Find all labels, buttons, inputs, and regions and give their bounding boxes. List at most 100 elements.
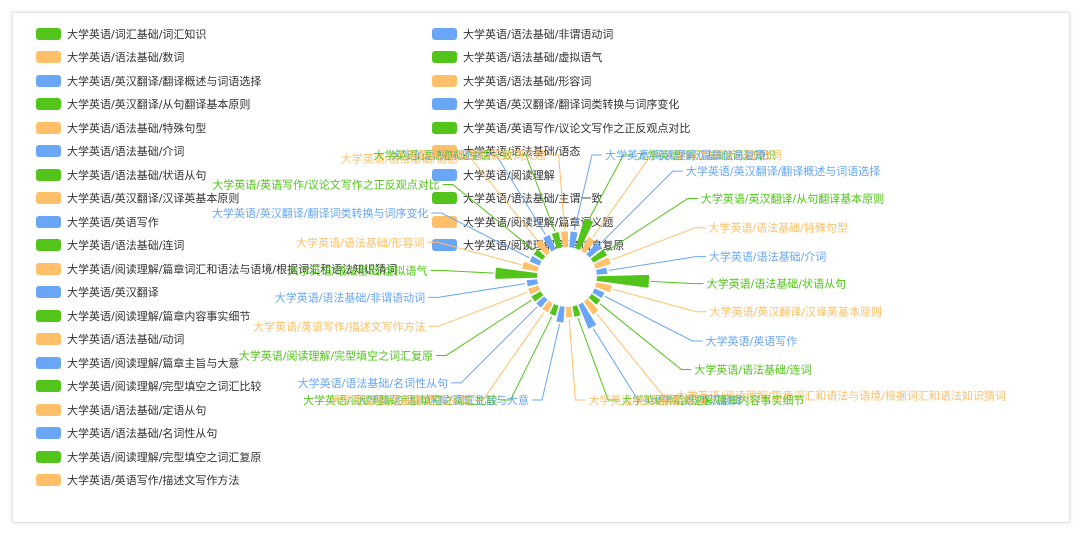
polar-bar[interactable] <box>549 304 559 316</box>
polar-bar[interactable] <box>594 257 611 269</box>
legend-label: 大学英语/语法基础/主谓一致 <box>463 192 603 206</box>
legend-item[interactable]: 大学英语/阅读理解/篇章内容事实细节 <box>36 304 397 328</box>
polar-bar[interactable] <box>551 232 562 249</box>
legend-item[interactable]: 大学英语/阅读理解/篇章词汇和语法与语境/根据词汇和语法知识猜词 <box>36 257 397 281</box>
legend-item[interactable]: 大学英语/英汉翻译/从句翻译基本原则 <box>36 93 397 117</box>
polar-bar[interactable] <box>586 242 602 258</box>
legend-swatch <box>36 192 61 205</box>
polar-bar[interactable] <box>581 236 595 254</box>
legend-item[interactable]: 大学英语/语法基础/状语从句 <box>36 163 397 187</box>
label-leader-line <box>431 212 530 259</box>
legend-item[interactable]: 大学英语/语法基础/特殊句型 <box>36 116 397 140</box>
polar-bar[interactable] <box>536 296 548 308</box>
legend-item[interactable]: 大学英语/英汉翻译/翻译概述与词语选择 <box>36 69 397 93</box>
polar-bar[interactable] <box>529 255 542 266</box>
polar-bar[interactable] <box>572 305 581 317</box>
legend-item[interactable]: 大学英语/语法基础/介词 <box>36 140 397 164</box>
legend-label: 大学英语/阅读理解/篇章主旨与大意 <box>67 356 240 370</box>
legend-item[interactable]: 大学英语/阅读理解/篇章主旨与大意 <box>36 351 397 375</box>
polar-bar[interactable] <box>556 306 565 323</box>
legend-label: 大学英语/语法基础/虚拟语气 <box>463 51 603 65</box>
legend-item[interactable]: 大学英语/语法基础/动词 <box>36 328 397 352</box>
legend-label: 大学英语/英语写作/描述文写作方法 <box>67 474 240 488</box>
legend-swatch <box>432 74 457 87</box>
data-label: 大学英语/阅读理解/完型填空之词汇复原 <box>239 348 433 362</box>
polar-bar[interactable] <box>578 302 597 329</box>
data-label: 大学英语/语法基础/动词 <box>588 393 705 407</box>
legend-item[interactable]: 大学英语/英汉翻译/翻译词类转换与词序变化 <box>432 93 690 117</box>
legend-label: 大学英语/英语写作/议论文写作之正反观点对比 <box>463 121 691 135</box>
legend-item[interactable]: 大学英语/英语写作/描述文写作方法 <box>36 469 397 493</box>
legend-item[interactable]: 大学英语/英汉翻译 <box>36 281 397 305</box>
legend-label: 大学英语/英汉翻译/汉译英基本原则 <box>67 192 240 206</box>
polar-bar[interactable] <box>583 298 599 315</box>
legend-label: 大学英语/阅读理解/篇章词汇和语法与语境/根据词汇和语法知识猜词 <box>67 262 398 276</box>
polar-bar[interactable] <box>526 279 538 287</box>
label-leader-line <box>612 288 707 313</box>
polar-center <box>536 246 598 308</box>
legend-item[interactable]: 大学英语/语法基础/虚拟语气 <box>432 46 690 70</box>
data-label: 大学英语/语法基础/特殊句型 <box>708 221 847 235</box>
data-label: 大学英语/阅读理解/篇章信息复原 <box>605 148 766 162</box>
label-leader-line <box>532 323 561 401</box>
legend-swatch <box>36 450 61 463</box>
legend-item[interactable]: 大学英语/语法基础/连词 <box>36 234 397 258</box>
legend-item[interactable]: 大学英语/阅读理解/完型填空之词汇复原 <box>36 445 397 469</box>
data-label: 大学英语/英语写作 <box>706 334 798 348</box>
legend-swatch <box>36 333 61 346</box>
polar-bar[interactable] <box>522 261 539 272</box>
data-label: 大学英语/语法基础/名词性从句 <box>298 376 448 390</box>
polar-bar[interactable] <box>592 288 605 299</box>
polar-bar[interactable] <box>531 291 544 302</box>
label-leader-line <box>604 295 703 342</box>
legend-label: 大学英语/语法基础/定语从句 <box>67 403 207 417</box>
data-label: 大学英语/英语写作/议论文写作之正反观点对比 <box>212 177 439 191</box>
legend-item[interactable]: 大学英语/英语写作/议论文写作之正反观点对比 <box>432 116 690 140</box>
polar-bar[interactable] <box>590 249 608 263</box>
legend-label: 大学英语/英汉翻译 <box>67 286 159 300</box>
legend-swatch <box>36 427 61 440</box>
legend-item[interactable]: 大学英语/英语写作 <box>36 210 397 234</box>
label-leader-line <box>430 269 494 274</box>
polar-bar[interactable] <box>596 274 649 288</box>
polar-bar[interactable] <box>533 249 546 261</box>
data-label: 大学英语/英汉翻译 <box>651 393 743 407</box>
legend-swatch <box>36 403 61 416</box>
legend-swatch <box>36 145 61 158</box>
legend-item[interactable]: 大学英语/语法基础/数词 <box>36 46 397 70</box>
polar-bar[interactable] <box>495 267 538 279</box>
data-label: 大学英语/阅读理解/篇章词汇和语法与语境/根据词汇和语法知识猜词 <box>676 388 1006 402</box>
label-leader-line <box>650 280 704 285</box>
legend-item[interactable]: 大学英语/英汉翻译/汉译英基本原则 <box>36 187 397 211</box>
legend-item[interactable]: 大学英语/语法基础/定语从句 <box>36 398 397 422</box>
data-label: 大学英语/阅读理解/完型填空之词汇比较 <box>303 393 497 407</box>
polar-bar[interactable] <box>575 218 594 250</box>
legend-swatch <box>432 51 457 64</box>
label-leader-line <box>599 303 692 371</box>
legend-item[interactable]: 大学英语/语法基础/主谓一致 <box>432 187 690 211</box>
data-label: 大学英语/英汉翻译/汉译英基本原则 <box>709 305 881 319</box>
polar-bar[interactable] <box>595 282 612 293</box>
legend-label: 大学英语/阅读理解/完型填空之词汇复原 <box>67 450 262 464</box>
polar-bar[interactable] <box>528 285 540 295</box>
legend-item[interactable]: 大学英语/语法基础/名词性从句 <box>36 422 397 446</box>
legend-item[interactable]: 大学英语/语法基础/非谓语动词 <box>432 22 690 46</box>
legend-label: 大学英语/语法基础/非谓语动词 <box>463 27 614 41</box>
polar-bar[interactable] <box>565 306 573 318</box>
polar-bar[interactable] <box>542 300 553 313</box>
polar-bar[interactable] <box>588 293 601 305</box>
legend-item[interactable]: 大学英语/阅读理解/完型填空之词汇比较 <box>36 375 397 399</box>
legend-label: 大学英语/语法基础/介词 <box>67 145 185 159</box>
polar-bar[interactable] <box>561 231 569 248</box>
label-leader-line <box>461 158 538 241</box>
legend-swatch <box>432 192 457 205</box>
polar-bar[interactable] <box>596 267 608 275</box>
legend-label: 大学英语/语法基础/动词 <box>67 333 185 347</box>
polar-bar[interactable] <box>535 239 551 256</box>
legend-item[interactable]: 大学英语/词汇基础/词汇知识 <box>36 22 397 46</box>
polar-bar[interactable] <box>543 234 556 252</box>
polar-bar[interactable] <box>569 231 578 248</box>
legend-swatch <box>36 356 61 369</box>
data-label: 大学英语/语法基础/语态 <box>341 152 458 166</box>
legend-item[interactable]: 大学英语/语法基础/形容词 <box>432 69 690 93</box>
